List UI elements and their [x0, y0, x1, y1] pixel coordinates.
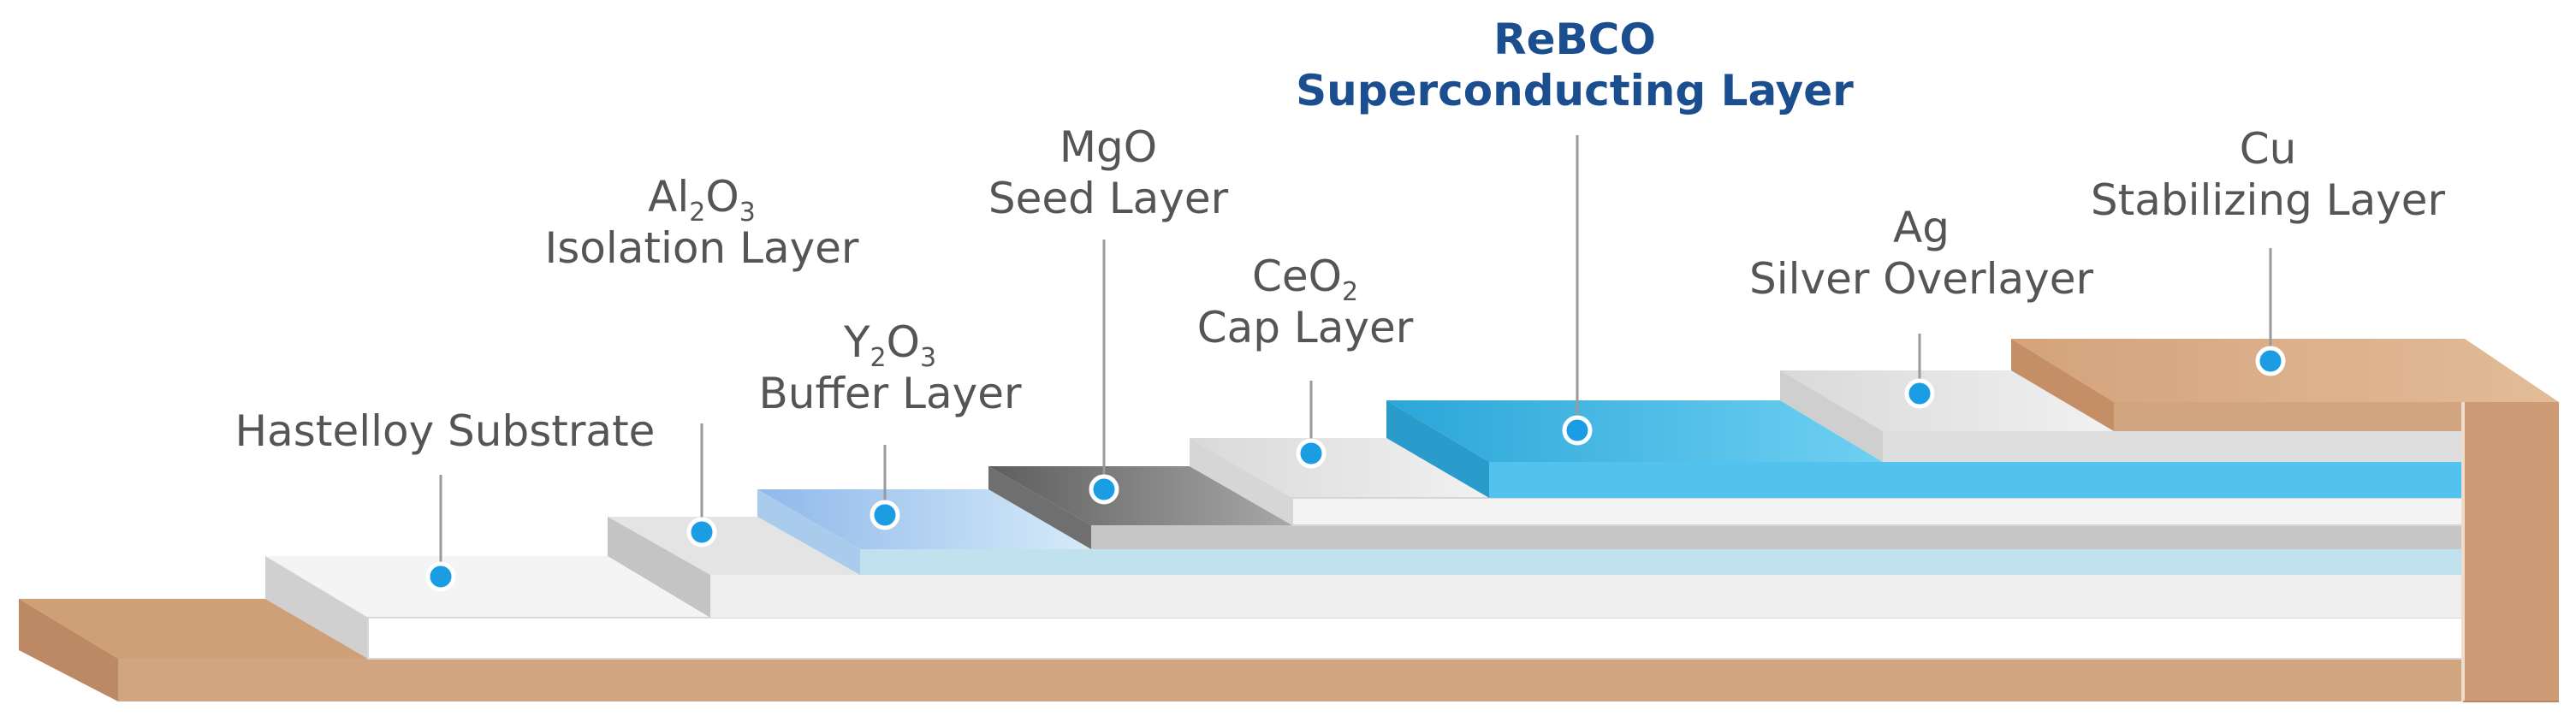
label-hastelloy-line1: Hastelloy Substrate	[234, 406, 656, 456]
label-rebco: ReBCO Superconducting Layer	[1258, 14, 1891, 116]
marker-ag	[1904, 378, 1935, 409]
layer-mgo	[988, 466, 2463, 549]
label-y2o3-line2: Buffer Layer	[758, 369, 1022, 418]
label-ag-line1: Ag	[1893, 203, 1950, 252]
label-al2o3-formula: Al2O3	[648, 172, 756, 228]
label-ag: Ag Silver Overlayer	[1703, 202, 2140, 305]
label-mgo: MgO Seed Layer	[937, 121, 1279, 224]
layer-substrate-white	[265, 556, 2464, 660]
label-cu-line2: Stabilizing Layer	[2090, 175, 2446, 225]
label-ceo2-formula: CeO2	[1251, 252, 1359, 307]
label-hastelloy-substrate: Hastelloy Substrate	[197, 405, 693, 457]
layer-al2o3	[608, 517, 2463, 618]
layer-ag	[1780, 370, 2463, 462]
layer-ceo2	[1190, 438, 2464, 526]
label-cu-line1: Cu	[2239, 124, 2297, 174]
label-ag-line2: Silver Overlayer	[1748, 254, 2094, 304]
label-al2o3-line2: Isolation Layer	[544, 223, 859, 273]
label-y2o3-formula: Y2O3	[843, 317, 937, 373]
label-ceo2-line2: Cap Layer	[1196, 303, 1414, 352]
layer-cu	[2011, 339, 2559, 431]
label-cu: Cu Stabilizing Layer	[2054, 123, 2482, 226]
label-rebco-line1: ReBCO	[1493, 15, 1656, 64]
label-al2o3: Al2O3 Isolation Layer	[505, 171, 899, 274]
marker-mgo	[1089, 474, 1119, 505]
marker-y2o3	[870, 500, 900, 530]
label-mgo-line1: MgO	[1059, 122, 1158, 172]
marker-ceo2	[1296, 438, 1327, 469]
label-rebco-line2: Superconducting Layer	[1296, 66, 1854, 115]
layer-hastelloy-substrate	[19, 599, 2463, 701]
layer-y2o3	[757, 489, 2463, 575]
label-ceo2: CeO2 Cap Layer	[1138, 251, 1472, 353]
markers	[425, 346, 2286, 592]
marker-rebco	[1562, 415, 1593, 446]
label-mgo-line2: Seed Layer	[988, 174, 1229, 223]
marker-cu	[2255, 346, 2286, 376]
marker-al2o3	[686, 517, 717, 547]
layer-rebco	[1386, 400, 2463, 498]
marker-hastelloy	[425, 561, 456, 592]
label-y2o3: Y2O3 Buffer Layer	[719, 317, 1061, 419]
copper-end-cap	[2461, 402, 2559, 702]
